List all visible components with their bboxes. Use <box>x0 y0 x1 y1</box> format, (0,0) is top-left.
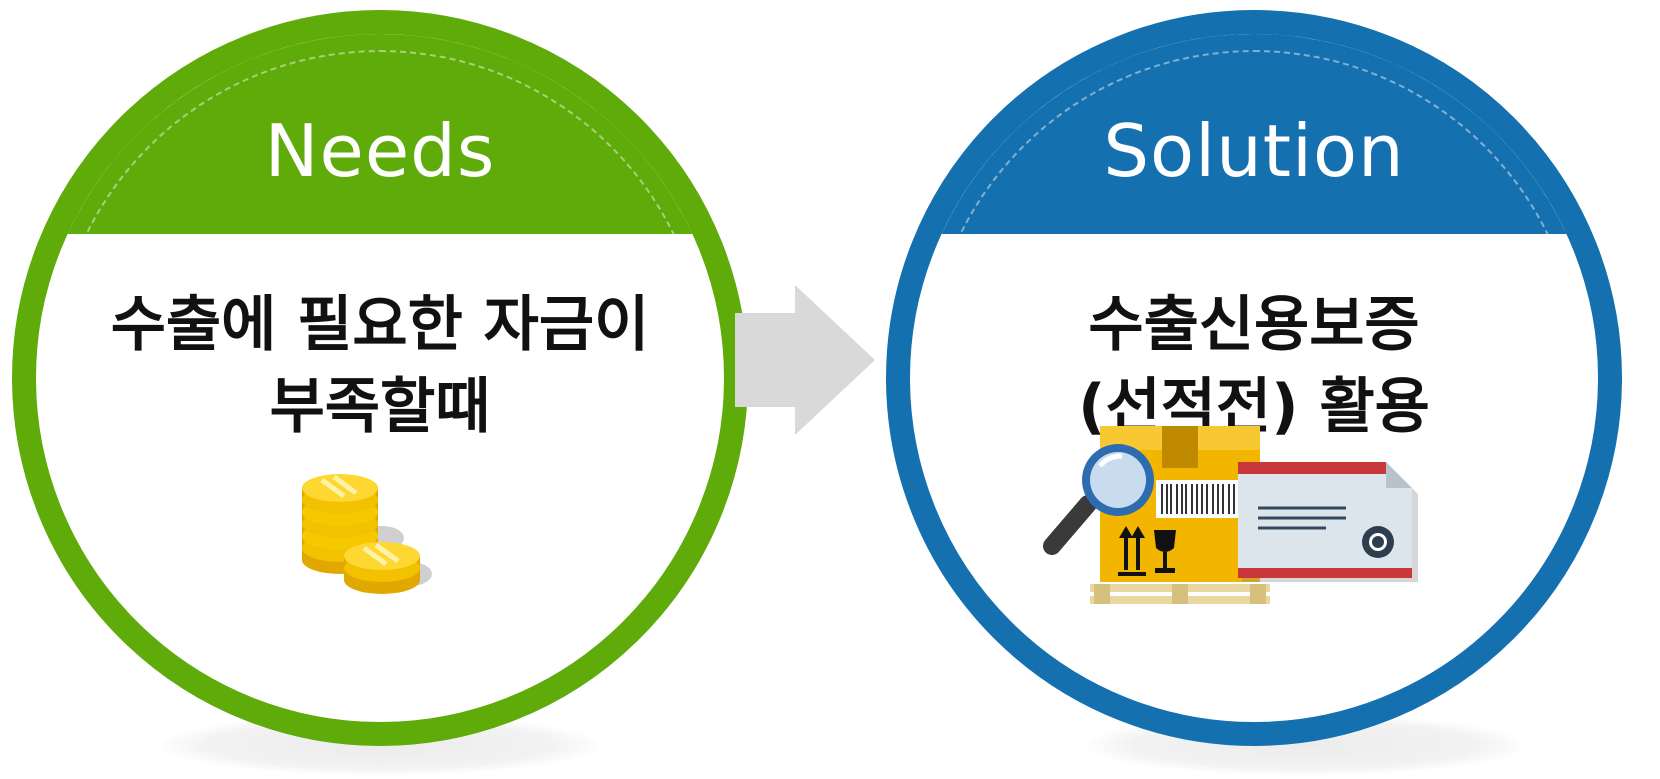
solution-description-line1: 수출신용보증 <box>1088 290 1420 360</box>
needs-circle: Needs 수출에 필요한 자금이 부족할때 <box>12 10 748 746</box>
shipment-certificate-icon <box>1043 426 1418 604</box>
needs-description-line1: 수출에 필요한 자금이 <box>110 290 650 360</box>
needs-header-band <box>36 34 724 234</box>
needs-heading: Needs <box>264 109 496 193</box>
gold-coins-icon <box>302 474 432 594</box>
right-arrow-icon <box>735 285 875 435</box>
needs-description: 수출에 필요한 자금이 부족할때 <box>66 284 694 448</box>
needs-description-line2: 부족할때 <box>269 372 491 442</box>
solution-heading: Solution <box>1103 109 1405 193</box>
solution-circle: Solution 수출신용보증 (선적전) 활용 <box>886 10 1622 746</box>
solution-header-band <box>910 34 1598 234</box>
